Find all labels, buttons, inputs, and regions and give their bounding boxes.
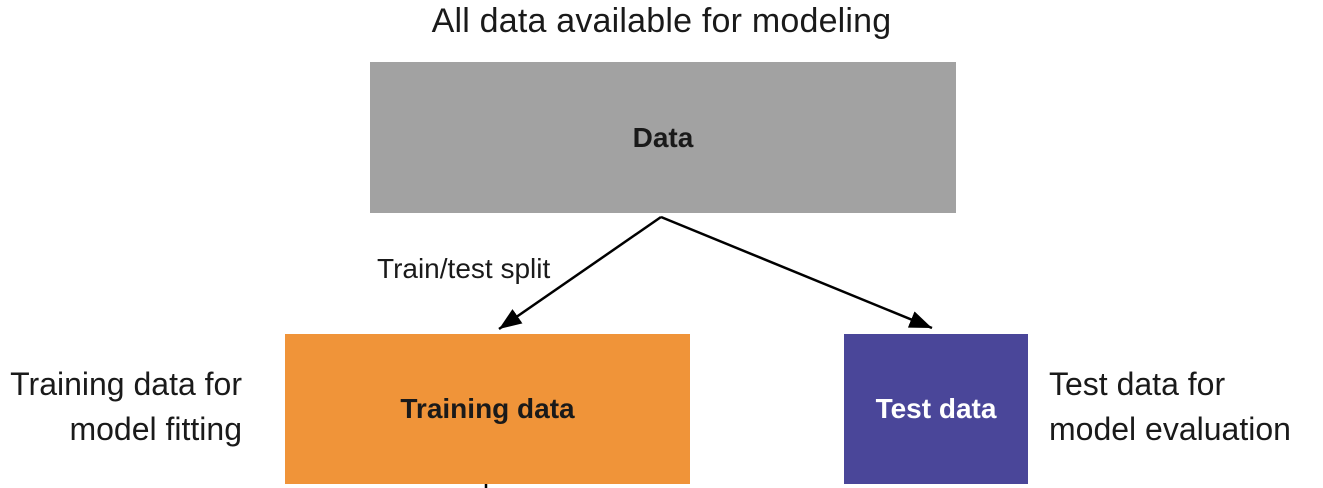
test-caption-line-2: model evaluation bbox=[1049, 411, 1291, 447]
training-data-box-label: Training data bbox=[400, 393, 575, 424]
arrow-to-test bbox=[660, 215, 933, 330]
test-caption-line-1: Test data for bbox=[1049, 366, 1226, 402]
training-caption-line-1: Training data for bbox=[10, 366, 242, 402]
test-data-box-label: Test data bbox=[875, 393, 997, 424]
training-caption-line-2: model fitting bbox=[69, 411, 242, 447]
training-caption: Training data for model fitting bbox=[0, 362, 242, 452]
test-caption: Test data for model evaluation bbox=[1049, 362, 1291, 452]
data-box-label: Data bbox=[632, 121, 694, 153]
test-data-box: Test data bbox=[844, 334, 1028, 484]
training-data-box: Training data bbox=[285, 334, 690, 484]
diagram-title: All data available for modeling bbox=[431, 2, 892, 40]
data-box: Data bbox=[370, 62, 956, 213]
train-test-split-label: Train/test split bbox=[377, 253, 551, 284]
